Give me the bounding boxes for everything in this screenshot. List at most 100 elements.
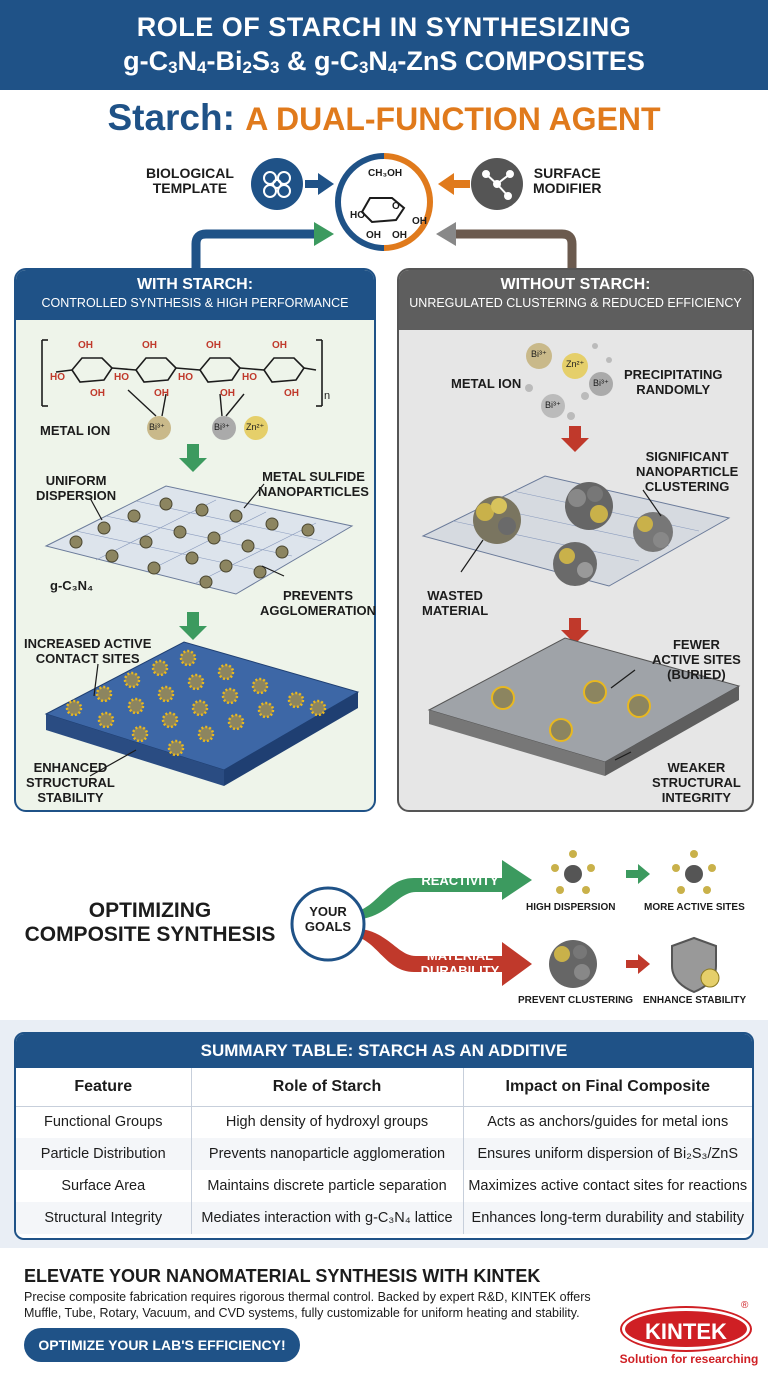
table-cell: Functional Groups (16, 1106, 192, 1138)
starch-chain-icon (41, 339, 323, 407)
table-cell: Enhances long-term durability and stabil… (471, 1210, 744, 1226)
enhanced-stability-label: ENHANCED STRUCTURAL STABILITY (26, 760, 115, 805)
arrow-to-left-panel (191, 222, 334, 268)
ion-bi-1 (147, 416, 171, 440)
ion-bi-r2-text: Bi³⁺ (593, 378, 609, 388)
optimize-lab-button[interactable]: OPTIMIZE YOUR LAB'S EFFICIENCY! (24, 1328, 300, 1362)
ion-zn-r-text: Zn²⁺ (566, 359, 585, 369)
scattered-dots (525, 343, 612, 420)
fewer-active-sites-label: FEWER ACTIVE SITES (BURIED) (652, 637, 741, 682)
table-cell: High density of hydroxyl groups (191, 1106, 464, 1138)
table-cell: Surface Area (16, 1170, 192, 1202)
kintek-logo[interactable]: KINTEK (622, 1308, 750, 1350)
leader-active (93, 663, 99, 697)
without-starch-header: WITHOUT STARCH: UNREGULATED CLUSTERING &… (399, 270, 752, 330)
precipitating-randomly-label: PRECIPITATING RANDOMLY (624, 367, 723, 397)
ion-bi-text-2: Bi³⁺ (214, 422, 230, 432)
ion-bi-r1 (526, 343, 552, 369)
table-header-role: Role of Starch (191, 1068, 464, 1106)
table-cell: Acts as anchors/guides for metal ions (487, 1114, 729, 1131)
ion-bi-2 (212, 416, 236, 440)
green-arrow-1 (179, 444, 207, 472)
optimizing-title: OPTIMIZING COMPOSITE SYNTHESIS (24, 899, 276, 946)
table-header-feature: Feature (16, 1068, 192, 1106)
buried-slab (427, 637, 741, 776)
your-goals-label: YOUR GOALS (304, 904, 352, 934)
prevents-agglomeration-label: PREVENTS AGGLOMERATION (260, 588, 377, 618)
svg-text:HO: HO (178, 372, 193, 383)
without-starch-title: WITHOUT STARCH: (500, 276, 651, 293)
svg-text:HO: HO (114, 372, 129, 383)
with-starch-subtitle: CONTROLLED SYNTHESIS & HIGH PERFORMANCE (41, 296, 349, 310)
ion-binding-arrows (127, 389, 245, 417)
nanoparticles (69, 497, 315, 589)
uniform-dispersion-label: UNIFORM DISPERSION (36, 473, 117, 503)
cta-text: Precise composite fabrication requires r… (24, 1290, 591, 1320)
high-dispersion-icon (551, 850, 595, 894)
shield-icon (671, 936, 720, 994)
arrow-to-right-panel (436, 222, 577, 268)
metal-sulfide-label: METAL SULFIDE NANOPARTICLES (258, 469, 369, 499)
high-dispersion-label: HIGH DISPERSION (526, 902, 616, 913)
prevent-clustering-label: PREVENT CLUSTERING (518, 995, 634, 1006)
table-cell: Ensures uniform dispersion of Bi₂S₃/ZnS (477, 1146, 739, 1162)
significant-clustering-label: SIGNIFICANT NANOPARTICLE CLUSTERING (636, 449, 739, 494)
table-row: Particle Distribution Prevents nanoparti… (16, 1138, 752, 1170)
surface-modifier-icon (471, 158, 523, 210)
molecule-oh-bottom-right: OH (392, 230, 407, 241)
without-starch-subtitle: UNREGULATED CLUSTERING & REDUCED EFFICIE… (409, 296, 742, 310)
svg-text:OH: OH (142, 340, 157, 351)
molecule-o: O (392, 201, 400, 212)
table-header-impact: Impact on Final Composite (505, 1077, 710, 1095)
table-cell: Structural Integrity (16, 1202, 192, 1234)
ion-bi-text-1: Bi³⁺ (149, 422, 165, 432)
svg-text:OH: OH (284, 388, 299, 399)
particle-clusters (473, 482, 673, 586)
ion-bi-r3-text: Bi³⁺ (545, 400, 561, 410)
svg-text:OH: OH (206, 340, 221, 351)
arrow-green-small (626, 864, 650, 884)
subtitle-starch: Starch: (107, 97, 246, 138)
svg-text:OH: OH (78, 340, 93, 351)
with-starch-header: WITH STARCH: CONTROLLED SYNTHESIS & HIGH… (16, 270, 374, 320)
table-cell: Particle Distribution (16, 1138, 192, 1170)
maximize-reactivity-label: MAXIMIZE REACTIVITY (421, 858, 499, 888)
material-durability-label: MATERIAL DURABILITY (420, 948, 500, 978)
buried-particles (491, 680, 651, 742)
table-cell: Mediates interaction with g-C₃N₄ lattice (191, 1202, 464, 1234)
biological-template-icon (251, 158, 303, 210)
enhance-stability-label: ENHANCE STABILITY (643, 995, 747, 1006)
red-arrow-2 (561, 618, 589, 644)
molecule-oh-right: OH (412, 216, 427, 227)
svg-text:HO: HO (242, 372, 257, 383)
arrow-to-center-left (305, 173, 334, 195)
metal-ion-label-right: METAL ION (451, 376, 522, 391)
table-cell: Maintains discrete particle separation (191, 1170, 464, 1202)
more-active-sites-label: MORE ACTIVE SITES (644, 902, 745, 913)
biological-template-label: BIOLOGICAL TEMPLATE (146, 165, 234, 196)
svg-text:OH: OH (220, 388, 235, 399)
green-arrow-2 (179, 612, 207, 640)
table-cell: Maximizes active contact sites for react… (468, 1178, 748, 1194)
table-row: Structural Integrity Mediates interactio… (16, 1202, 752, 1234)
table-row: Surface Area Maintains discrete particle… (16, 1170, 752, 1202)
ion-zn-r (562, 353, 588, 379)
maximize-arrow (350, 860, 532, 920)
leader-lines-left (89, 483, 285, 577)
top-diagram (191, 153, 577, 268)
table-cell: Prevents nanoparticle agglomeration (191, 1138, 464, 1170)
leader-lines-right (460, 489, 662, 761)
header-banner: ROLE OF STARCH IN SYNTHESIZING g-C3N4-Bi… (0, 0, 768, 90)
ion-zn-text: Zn²⁺ (246, 422, 265, 432)
arrow-to-center-right (438, 173, 470, 195)
ion-zn (244, 416, 268, 440)
goals-circle (290, 886, 366, 962)
header-title-line2: g-C3N4-Bi2S3 & g-C3N4-ZnS COMPOSITES (123, 46, 645, 77)
molecule-ch3oh: CH₃OH (368, 168, 403, 179)
more-active-sites-icon (672, 850, 716, 894)
metal-ion-label-left: METAL ION (40, 423, 111, 438)
starch-molecule-icon (335, 153, 433, 251)
increased-active-sites-label: INCREASED ACTIVE CONTACT SITES (24, 636, 152, 666)
